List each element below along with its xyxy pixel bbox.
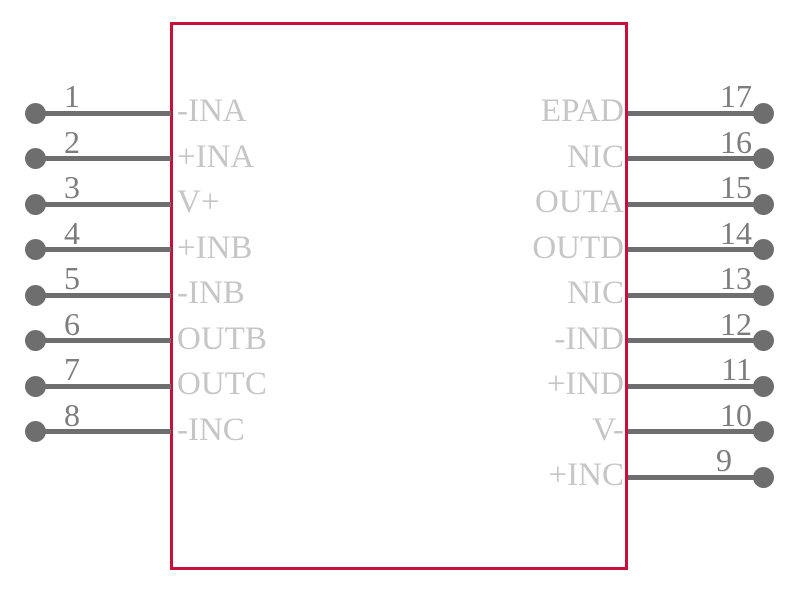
pin-label: +INA: [177, 138, 255, 175]
pin-wire: [34, 383, 171, 389]
pin-wire: [34, 338, 171, 343]
pin-label: V-: [592, 411, 624, 448]
pin-wire: [628, 201, 764, 207]
pin-wire: [34, 110, 171, 116]
pin-wire: [628, 110, 764, 116]
pin-number: 13: [720, 260, 752, 296]
pin-label: -INB: [177, 275, 245, 311]
pin-label: +INB: [177, 229, 253, 266]
pin-number: 1: [64, 78, 80, 114]
pin-label: V+: [177, 184, 220, 220]
pin-label: OUTB: [177, 320, 267, 357]
pin-label: -INC: [177, 411, 245, 448]
pin-label: NIC: [567, 138, 624, 175]
pin-label: +INC: [548, 457, 624, 493]
pin-number: 4: [64, 214, 80, 251]
pin-wire: [34, 429, 171, 434]
pin-label: -INA: [177, 93, 247, 129]
pin-wire: [34, 156, 171, 161]
pin-wire: [34, 201, 171, 207]
pin-number: 3: [64, 169, 80, 205]
pin-number: 17: [720, 78, 752, 114]
pin-number: 7: [64, 351, 80, 387]
pin-number: 6: [64, 305, 80, 342]
pin-wire: [628, 474, 764, 480]
pin-number: 11: [721, 351, 752, 387]
pin-label: OUTC: [177, 366, 267, 402]
pin-label: EPAD: [540, 93, 624, 129]
pin-wire: [628, 247, 764, 252]
pin-wire: [628, 338, 764, 343]
pin-wire: [628, 383, 764, 389]
pin-number: 16: [720, 123, 752, 160]
pin-wire: [628, 292, 764, 298]
pin-number: 9: [716, 442, 732, 478]
pin-label: OUTA: [534, 184, 624, 220]
pin-number: 12: [720, 305, 752, 342]
pin-label: OUTD: [532, 229, 624, 266]
pin-wire: [628, 156, 764, 161]
pin-wire: [34, 247, 171, 252]
pin-label: +IND: [546, 366, 624, 402]
pin-label: -IND: [554, 320, 624, 357]
pin-label: NIC: [567, 275, 624, 311]
ic-body-outline: [170, 22, 628, 570]
pin-wire: [34, 292, 171, 298]
pin-number: 10: [720, 396, 752, 433]
pin-number: 15: [720, 169, 752, 205]
pin-number: 5: [64, 260, 80, 296]
pin-wire: [628, 429, 764, 434]
pin-number: 14: [720, 214, 752, 251]
pin-number: 2: [64, 123, 80, 160]
pin-number: 8: [64, 396, 80, 433]
